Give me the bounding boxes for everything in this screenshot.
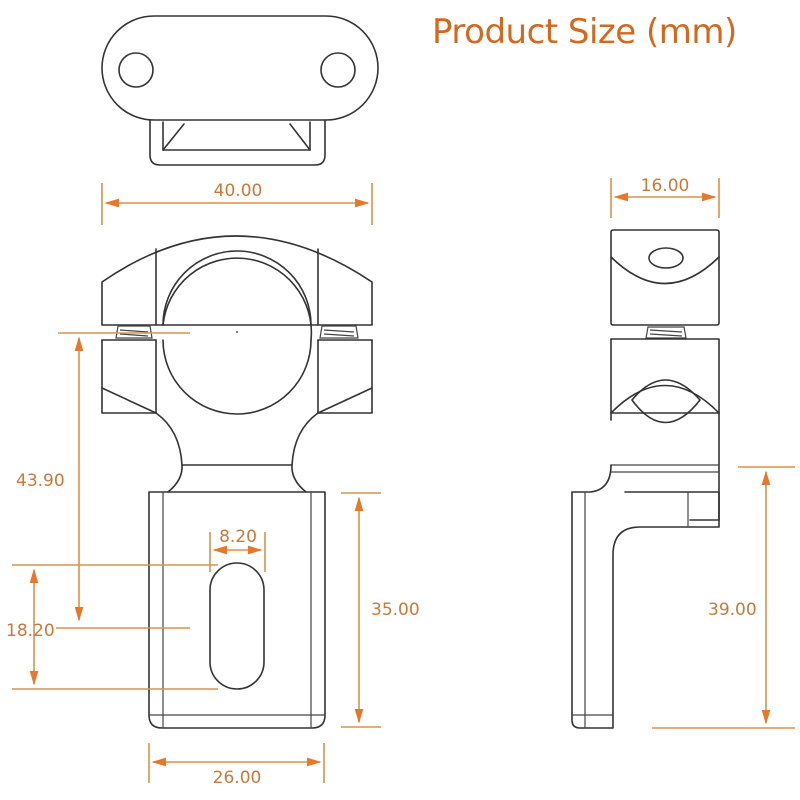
dimension-plate-height: 35.00 <box>341 492 420 728</box>
dimension-label-18: 18.20 <box>6 621 55 641</box>
dimension-label-40: 40.00 <box>214 181 263 201</box>
dimension-label-16: 16.00 <box>641 176 690 196</box>
dimension-label-8: 8.20 <box>219 527 257 547</box>
dimension-plate-width: 26.00 <box>148 743 325 788</box>
dimension-clamp-width: 40.00 <box>101 181 373 225</box>
side-view <box>571 229 720 729</box>
dimension-label-43: 43.90 <box>16 471 65 491</box>
front-view <box>101 235 373 729</box>
dimension-slot-length: 18.20 <box>6 564 218 690</box>
top-view <box>101 15 379 166</box>
dimension-label-39: 39.00 <box>708 600 757 620</box>
dimension-slot-width: 8.20 <box>209 527 266 572</box>
dimension-label-35: 35.00 <box>371 600 420 620</box>
dimension-side-plate-height: 39.00 <box>652 466 795 729</box>
dimension-label-26: 26.00 <box>213 768 262 788</box>
dimension-clamp-to-slot: 43.90 <box>16 332 190 622</box>
diagram-title: Product Size (mm) <box>432 12 737 52</box>
dimension-side-depth: 16.00 <box>610 176 720 218</box>
